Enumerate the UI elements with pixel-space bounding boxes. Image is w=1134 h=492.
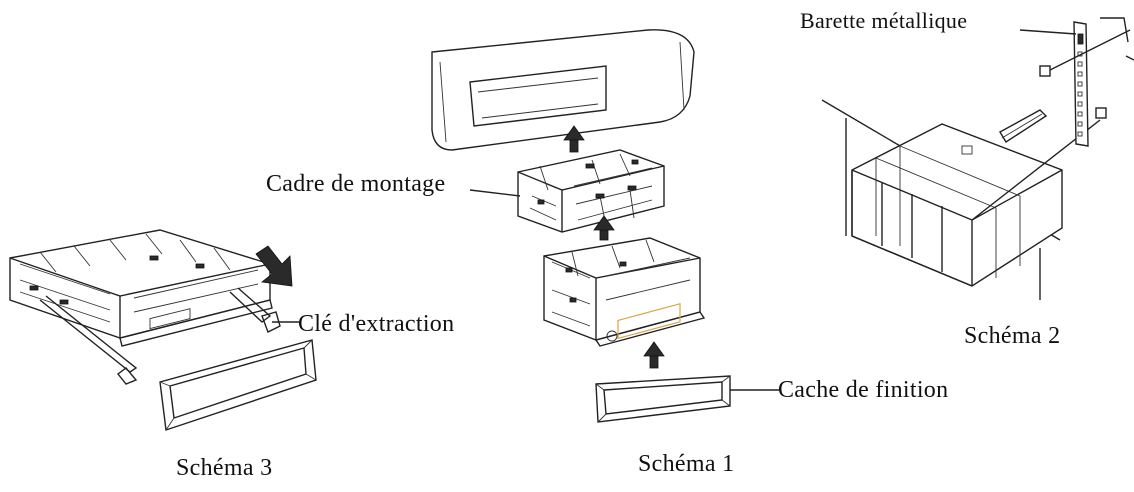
radio-unit-left — [9, 229, 273, 347]
dashboard-slot — [821, 99, 1107, 300]
caption-schema-1: Schéma 1 — [638, 451, 735, 477]
radio-unit — [543, 237, 706, 347]
arrow-up-icon — [643, 341, 665, 369]
caption-schema-2: Schéma 2 — [964, 323, 1061, 349]
caption-schema-3: Schéma 3 — [176, 455, 273, 481]
label-cle-extraction: Clé d'extraction — [298, 311, 455, 337]
arrow-up-icon — [593, 215, 615, 241]
arrow-down-right-icon — [255, 245, 293, 287]
arrow-up-icon — [563, 125, 585, 153]
extraction-keys — [39, 287, 281, 385]
leader-line — [1019, 29, 1077, 35]
trim-frame-left — [159, 339, 317, 431]
label-cadre-montage: Cadre de montage — [266, 171, 446, 197]
metal-strip — [1039, 17, 1134, 147]
wedge-tool — [999, 109, 1048, 143]
label-barette: Barette métallique — [800, 8, 968, 33]
leader-line — [469, 189, 521, 197]
dashboard-trim-panel — [431, 29, 695, 151]
trim-frame — [595, 375, 731, 423]
mounting-cage — [517, 149, 665, 233]
label-cache-finition: Cache de finition — [778, 377, 949, 403]
